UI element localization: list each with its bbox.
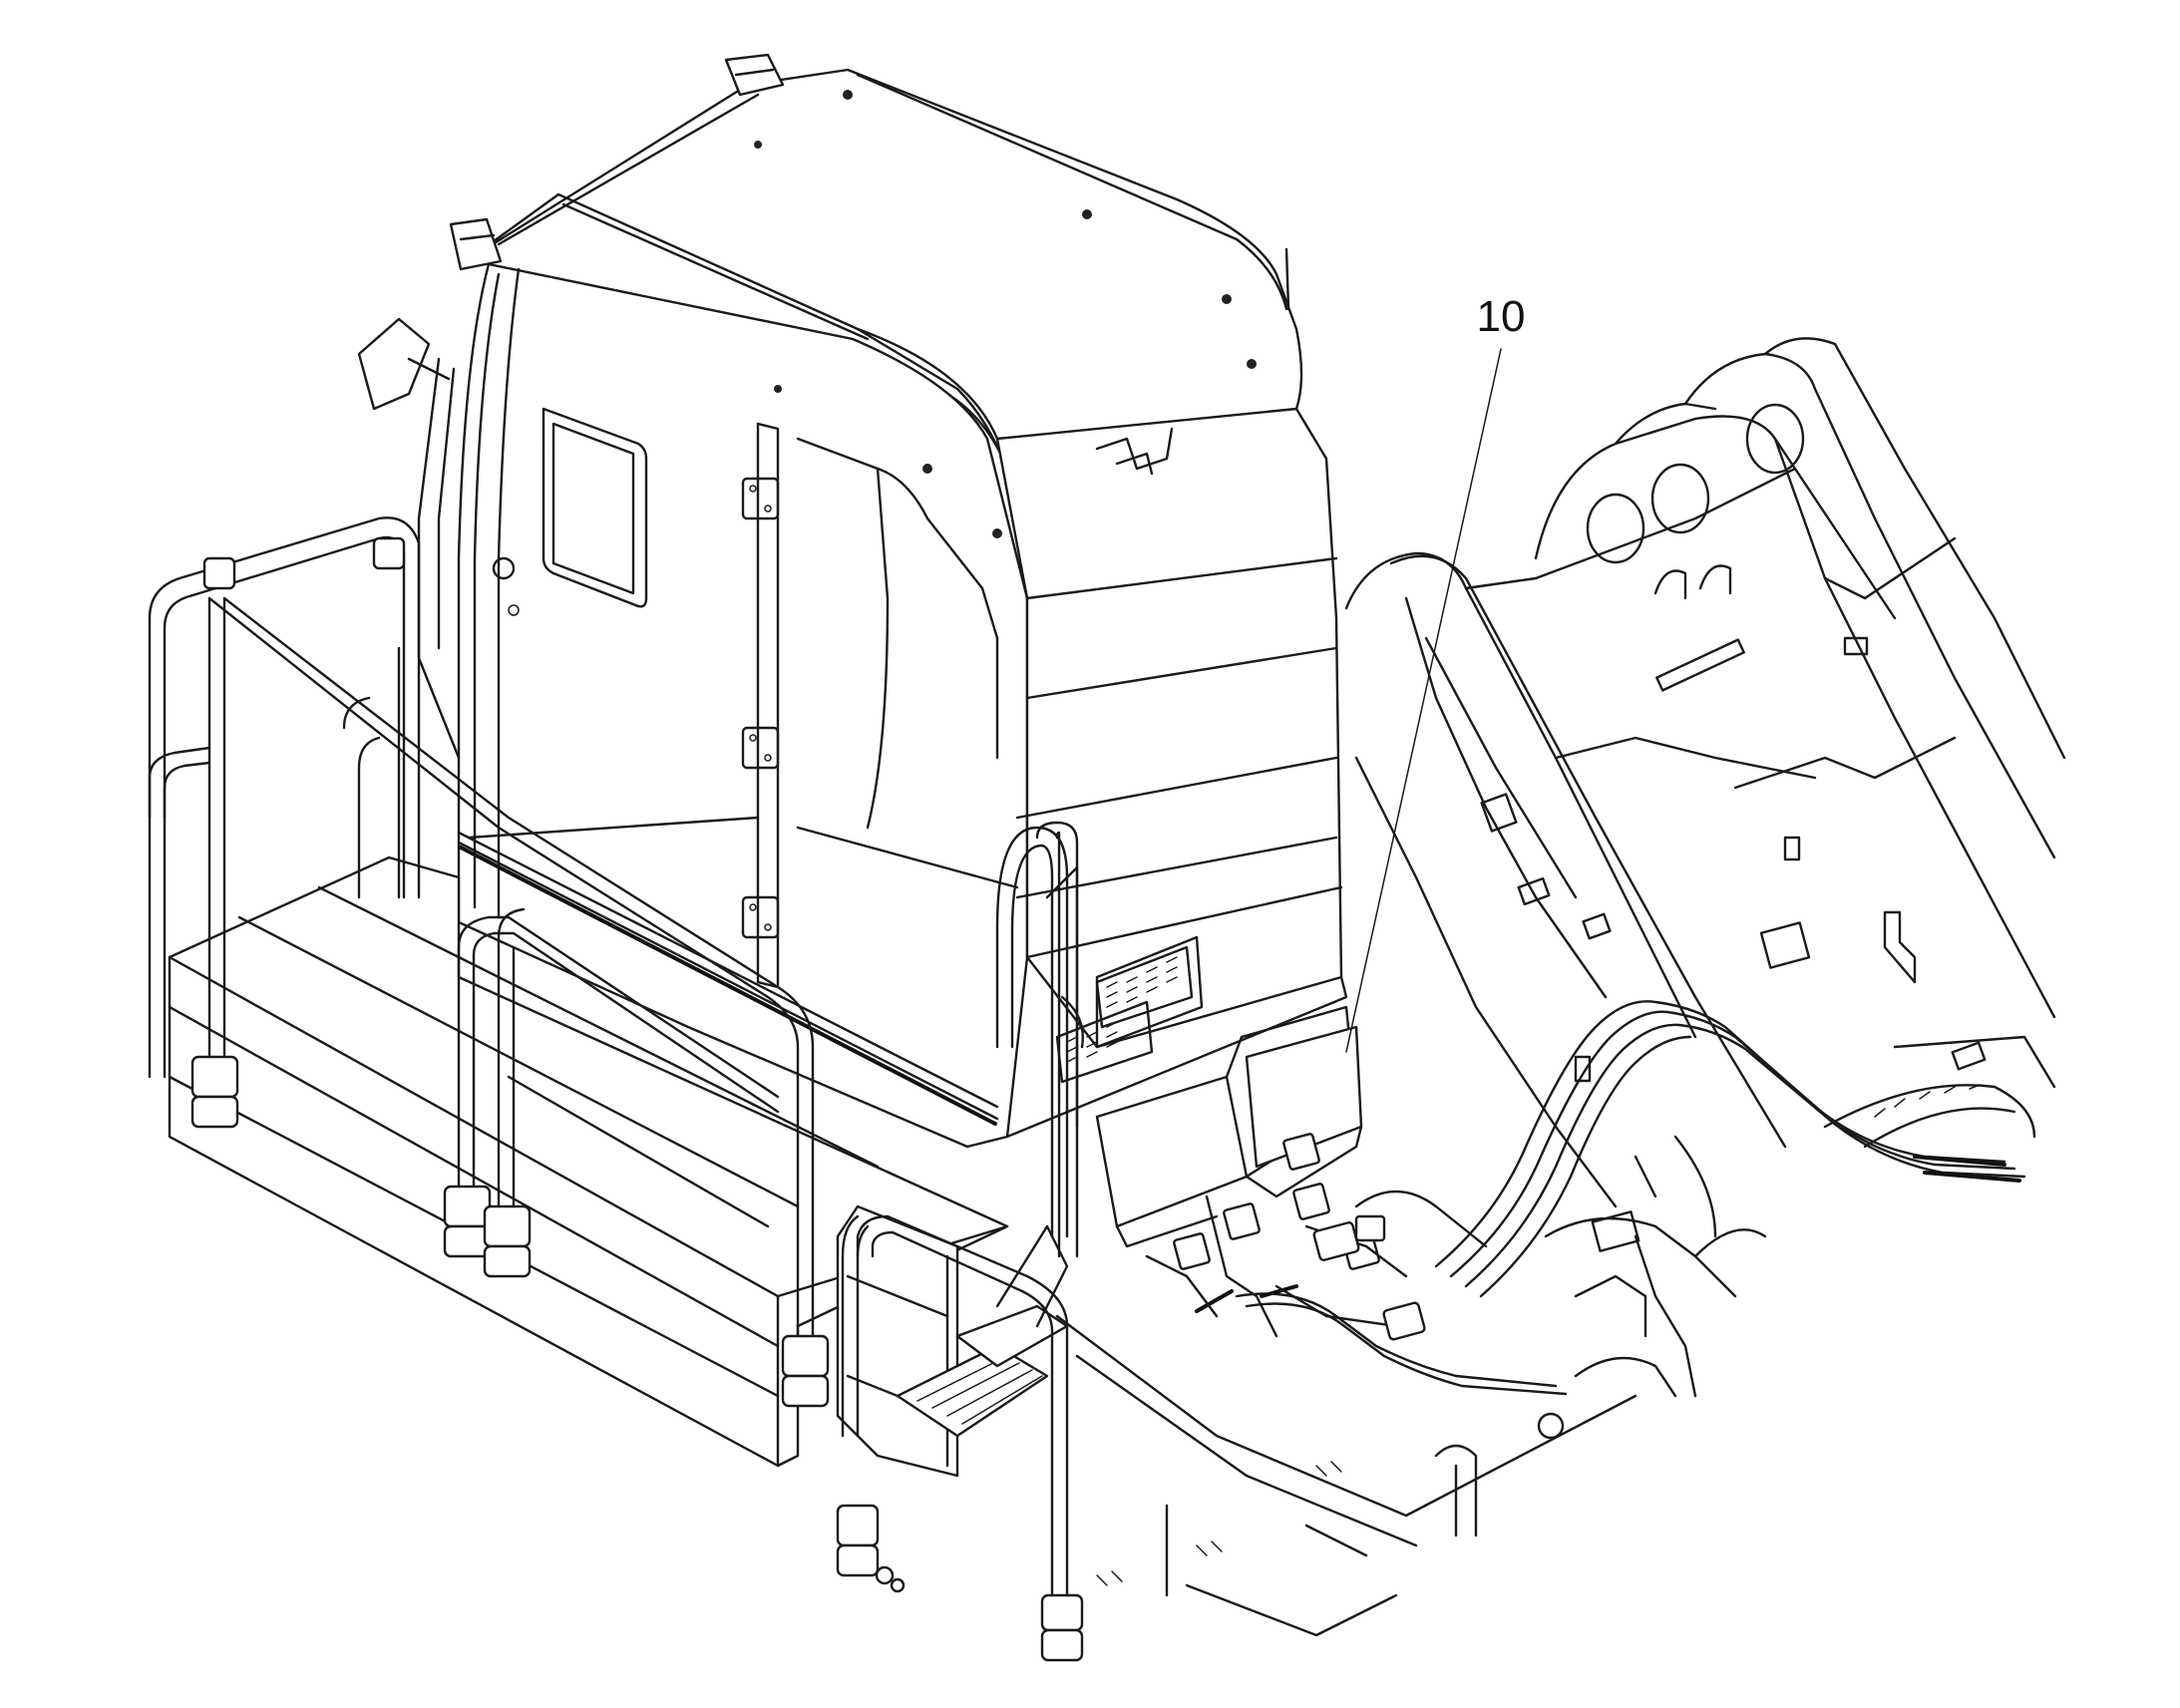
boom-structure [1344, 337, 2066, 1440]
hydraulic-hoses [1434, 1000, 2026, 1298]
vent-grille [1055, 935, 1204, 1084]
cab-grab-handle [1035, 821, 1079, 1258]
callout-label: 10 [1477, 292, 1526, 341]
walkway-platform [148, 516, 1009, 1468]
callout-leader-line [1345, 348, 1502, 1053]
side-mirror [357, 317, 431, 411]
operator-cab [357, 53, 1348, 1149]
door-window [542, 407, 648, 608]
hydraulic-valve-block [1095, 1005, 1488, 1341]
beacon-light-rear [724, 53, 785, 97]
callout-10: 10 [1345, 292, 1526, 1053]
rear-deck [1055, 1210, 1647, 1637]
rail-feet [190, 536, 830, 1408]
beacon-light-front [449, 217, 503, 271]
door-hinges [741, 477, 780, 939]
access-steps [836, 826, 1084, 1662]
